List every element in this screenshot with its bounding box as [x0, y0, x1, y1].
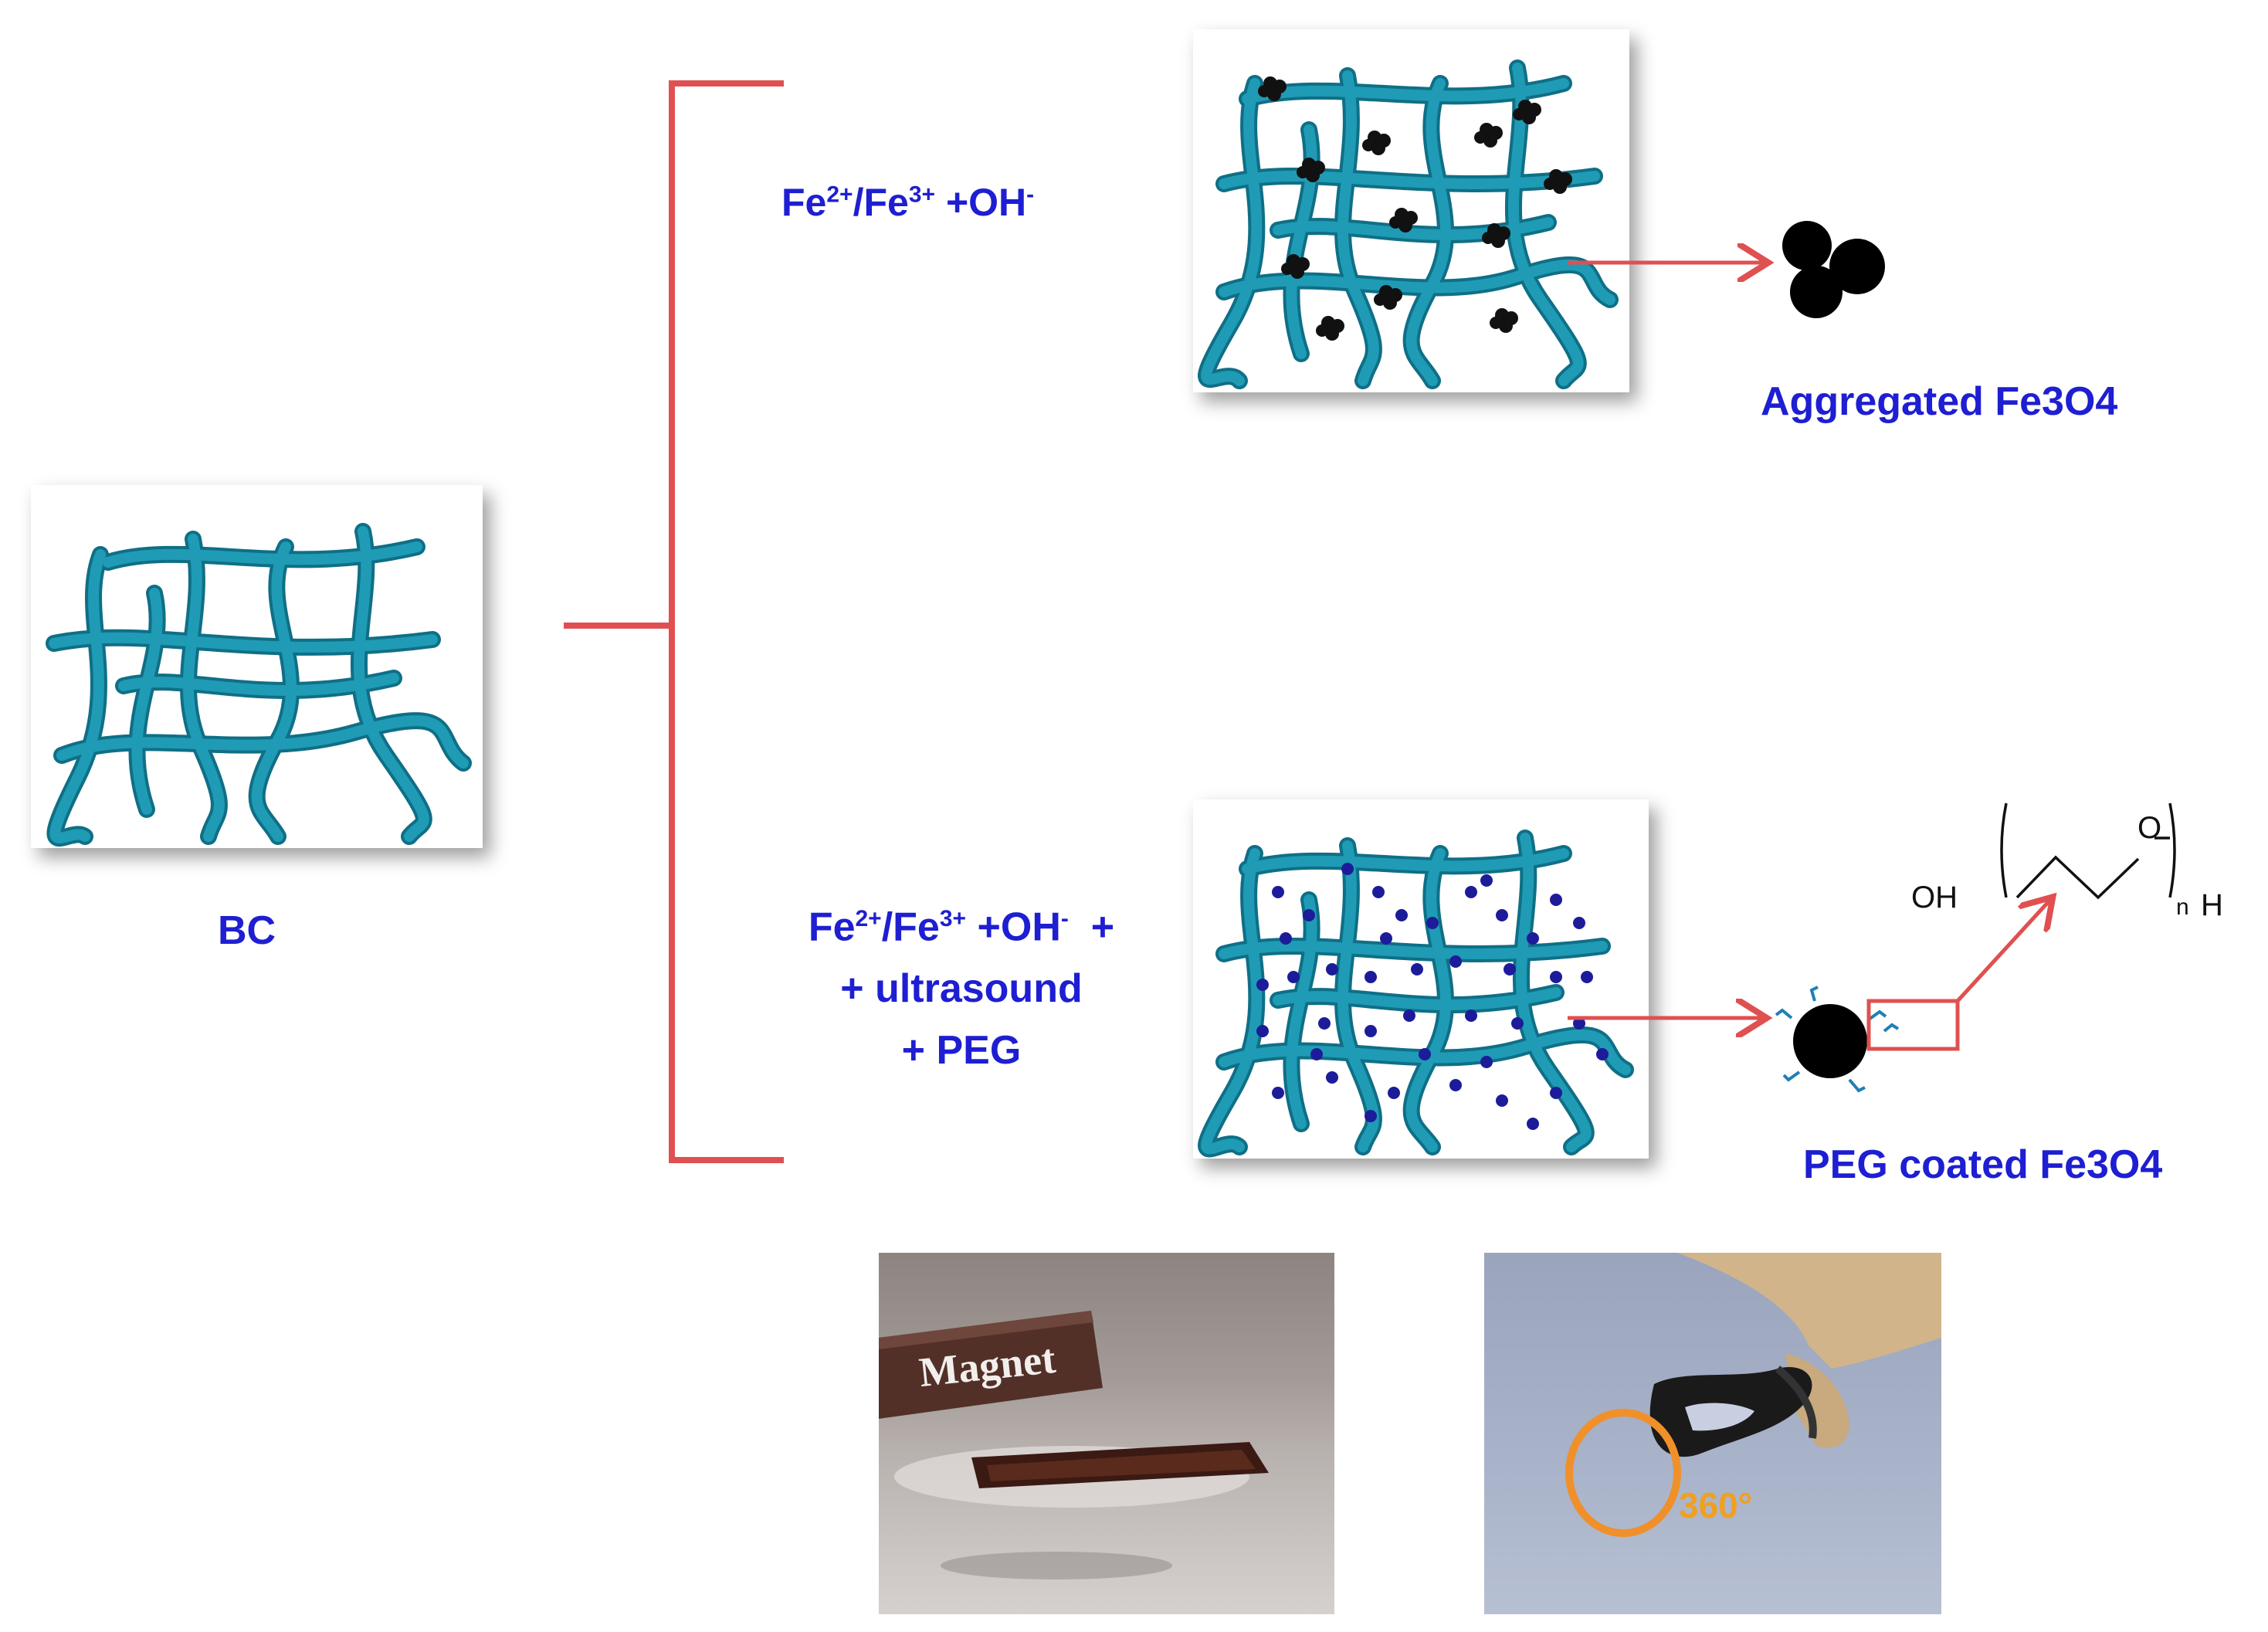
peg-formula-n: n: [2176, 894, 2189, 920]
peg-network-panel: [1193, 799, 1649, 1159]
flexibility-photo: 360°: [1484, 1253, 1941, 1614]
aggregated-particle-icon: [1782, 221, 1885, 318]
aggregated-fiber-network: [1198, 59, 1619, 389]
angle-label: 360°: [1679, 1485, 1753, 1525]
bc-label: BC: [218, 908, 276, 953]
superscript-3plus: 3+: [908, 182, 936, 208]
plus-sign: +: [1068, 904, 1115, 950]
aggregated-label: Aggregated Fe3O4: [1761, 379, 2118, 424]
flexibility-photo-art: [1565, 1253, 1941, 1537]
superscript-minus: -: [1026, 182, 1035, 208]
reaction-line-3: + PEG: [901, 1028, 1022, 1074]
bc-fiber-network: [46, 523, 472, 847]
peg-particle-icon: [1775, 986, 1887, 1093]
bc-network-panel: [31, 485, 483, 848]
peg-structure: [2000, 802, 2176, 900]
magnet-photo-art: [879, 1311, 1269, 1579]
reaction-line-1: Fe2+/Fe3+ +OH- +: [753, 888, 1170, 958]
peg-fiber-network: [1198, 830, 1634, 1158]
reagent-oh: +OH: [935, 181, 1027, 224]
superscript-minus: -: [1060, 906, 1069, 931]
superscript-2plus: 2+: [826, 182, 853, 208]
reagent-fe3: /Fe: [853, 181, 909, 224]
peg-coated-label: PEG coated Fe3O4: [1803, 1142, 2163, 1187]
reagent-oh: +OH: [966, 904, 1061, 950]
reagent-fe: Fe: [781, 181, 827, 224]
reagent-fe3: /Fe: [881, 904, 940, 950]
peg-formula-h: H: [2201, 888, 2223, 922]
reaction-line-2: + ultrasound: [840, 966, 1083, 1012]
superscript-3plus: 3+: [939, 906, 967, 931]
magnet-photo: Magnet: [879, 1253, 1334, 1614]
aggregated-network-panel: [1193, 29, 1629, 392]
peg-zoom-box: [1866, 999, 1960, 1051]
reaction-label-bottom: Fe2+/Fe3+ +OH- + + ultrasound + PEG: [753, 888, 1170, 1081]
peg-formula-oh: OH: [1911, 880, 1958, 914]
peg-formula-o: O: [2137, 811, 2162, 845]
reaction-label-top: Fe2+/Fe3+ +OH-: [781, 180, 1034, 225]
arrow-to-formula: [1956, 900, 2050, 1003]
superscript-2plus: 2+: [855, 906, 882, 931]
reagent-fe: Fe: [808, 904, 856, 950]
